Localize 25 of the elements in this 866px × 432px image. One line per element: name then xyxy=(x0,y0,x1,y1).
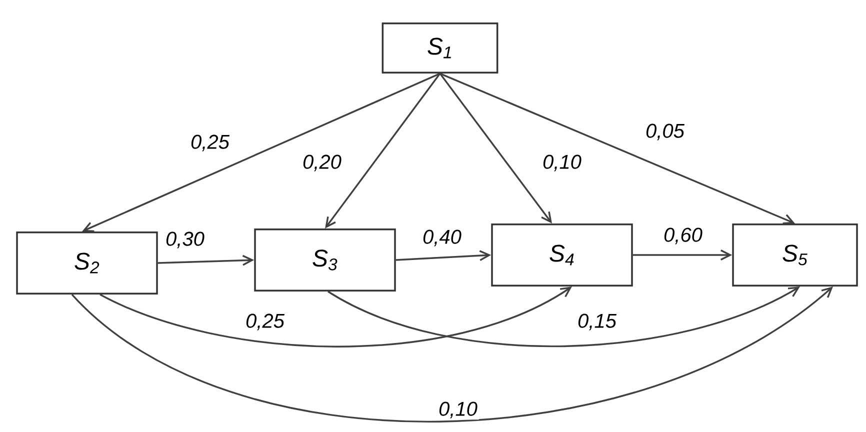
arrow xyxy=(328,286,800,347)
arrow xyxy=(396,250,492,261)
edge-label: 0,15 xyxy=(576,312,618,332)
edge-label: 0,05 xyxy=(644,122,686,142)
edge-label: 0,25 xyxy=(244,312,286,332)
arrow xyxy=(440,72,796,224)
arrow xyxy=(82,72,440,232)
edge-label: 0,20 xyxy=(301,153,343,173)
state-box: S$_{4}$ xyxy=(491,223,633,287)
edge-label: 0,30 xyxy=(164,230,206,250)
state-box: S$_{5}$ xyxy=(732,223,858,287)
state-box: S$_{1}$ xyxy=(382,22,498,74)
arrow xyxy=(158,254,254,266)
edge-label: 0,25 xyxy=(189,133,231,153)
arrow xyxy=(632,250,732,260)
arrow xyxy=(71,286,834,422)
edge-label: 0,40 xyxy=(421,228,463,248)
state-box: S$_{3}$ xyxy=(254,228,396,292)
state-box: S$_{2}$ xyxy=(16,231,158,295)
edge-label: 0,10 xyxy=(541,153,583,173)
arrow xyxy=(100,286,572,348)
arrow xyxy=(325,73,441,228)
edge-label: 0,60 xyxy=(662,226,704,246)
edge-label: 0,10 xyxy=(437,400,479,420)
arrow xyxy=(439,73,552,224)
